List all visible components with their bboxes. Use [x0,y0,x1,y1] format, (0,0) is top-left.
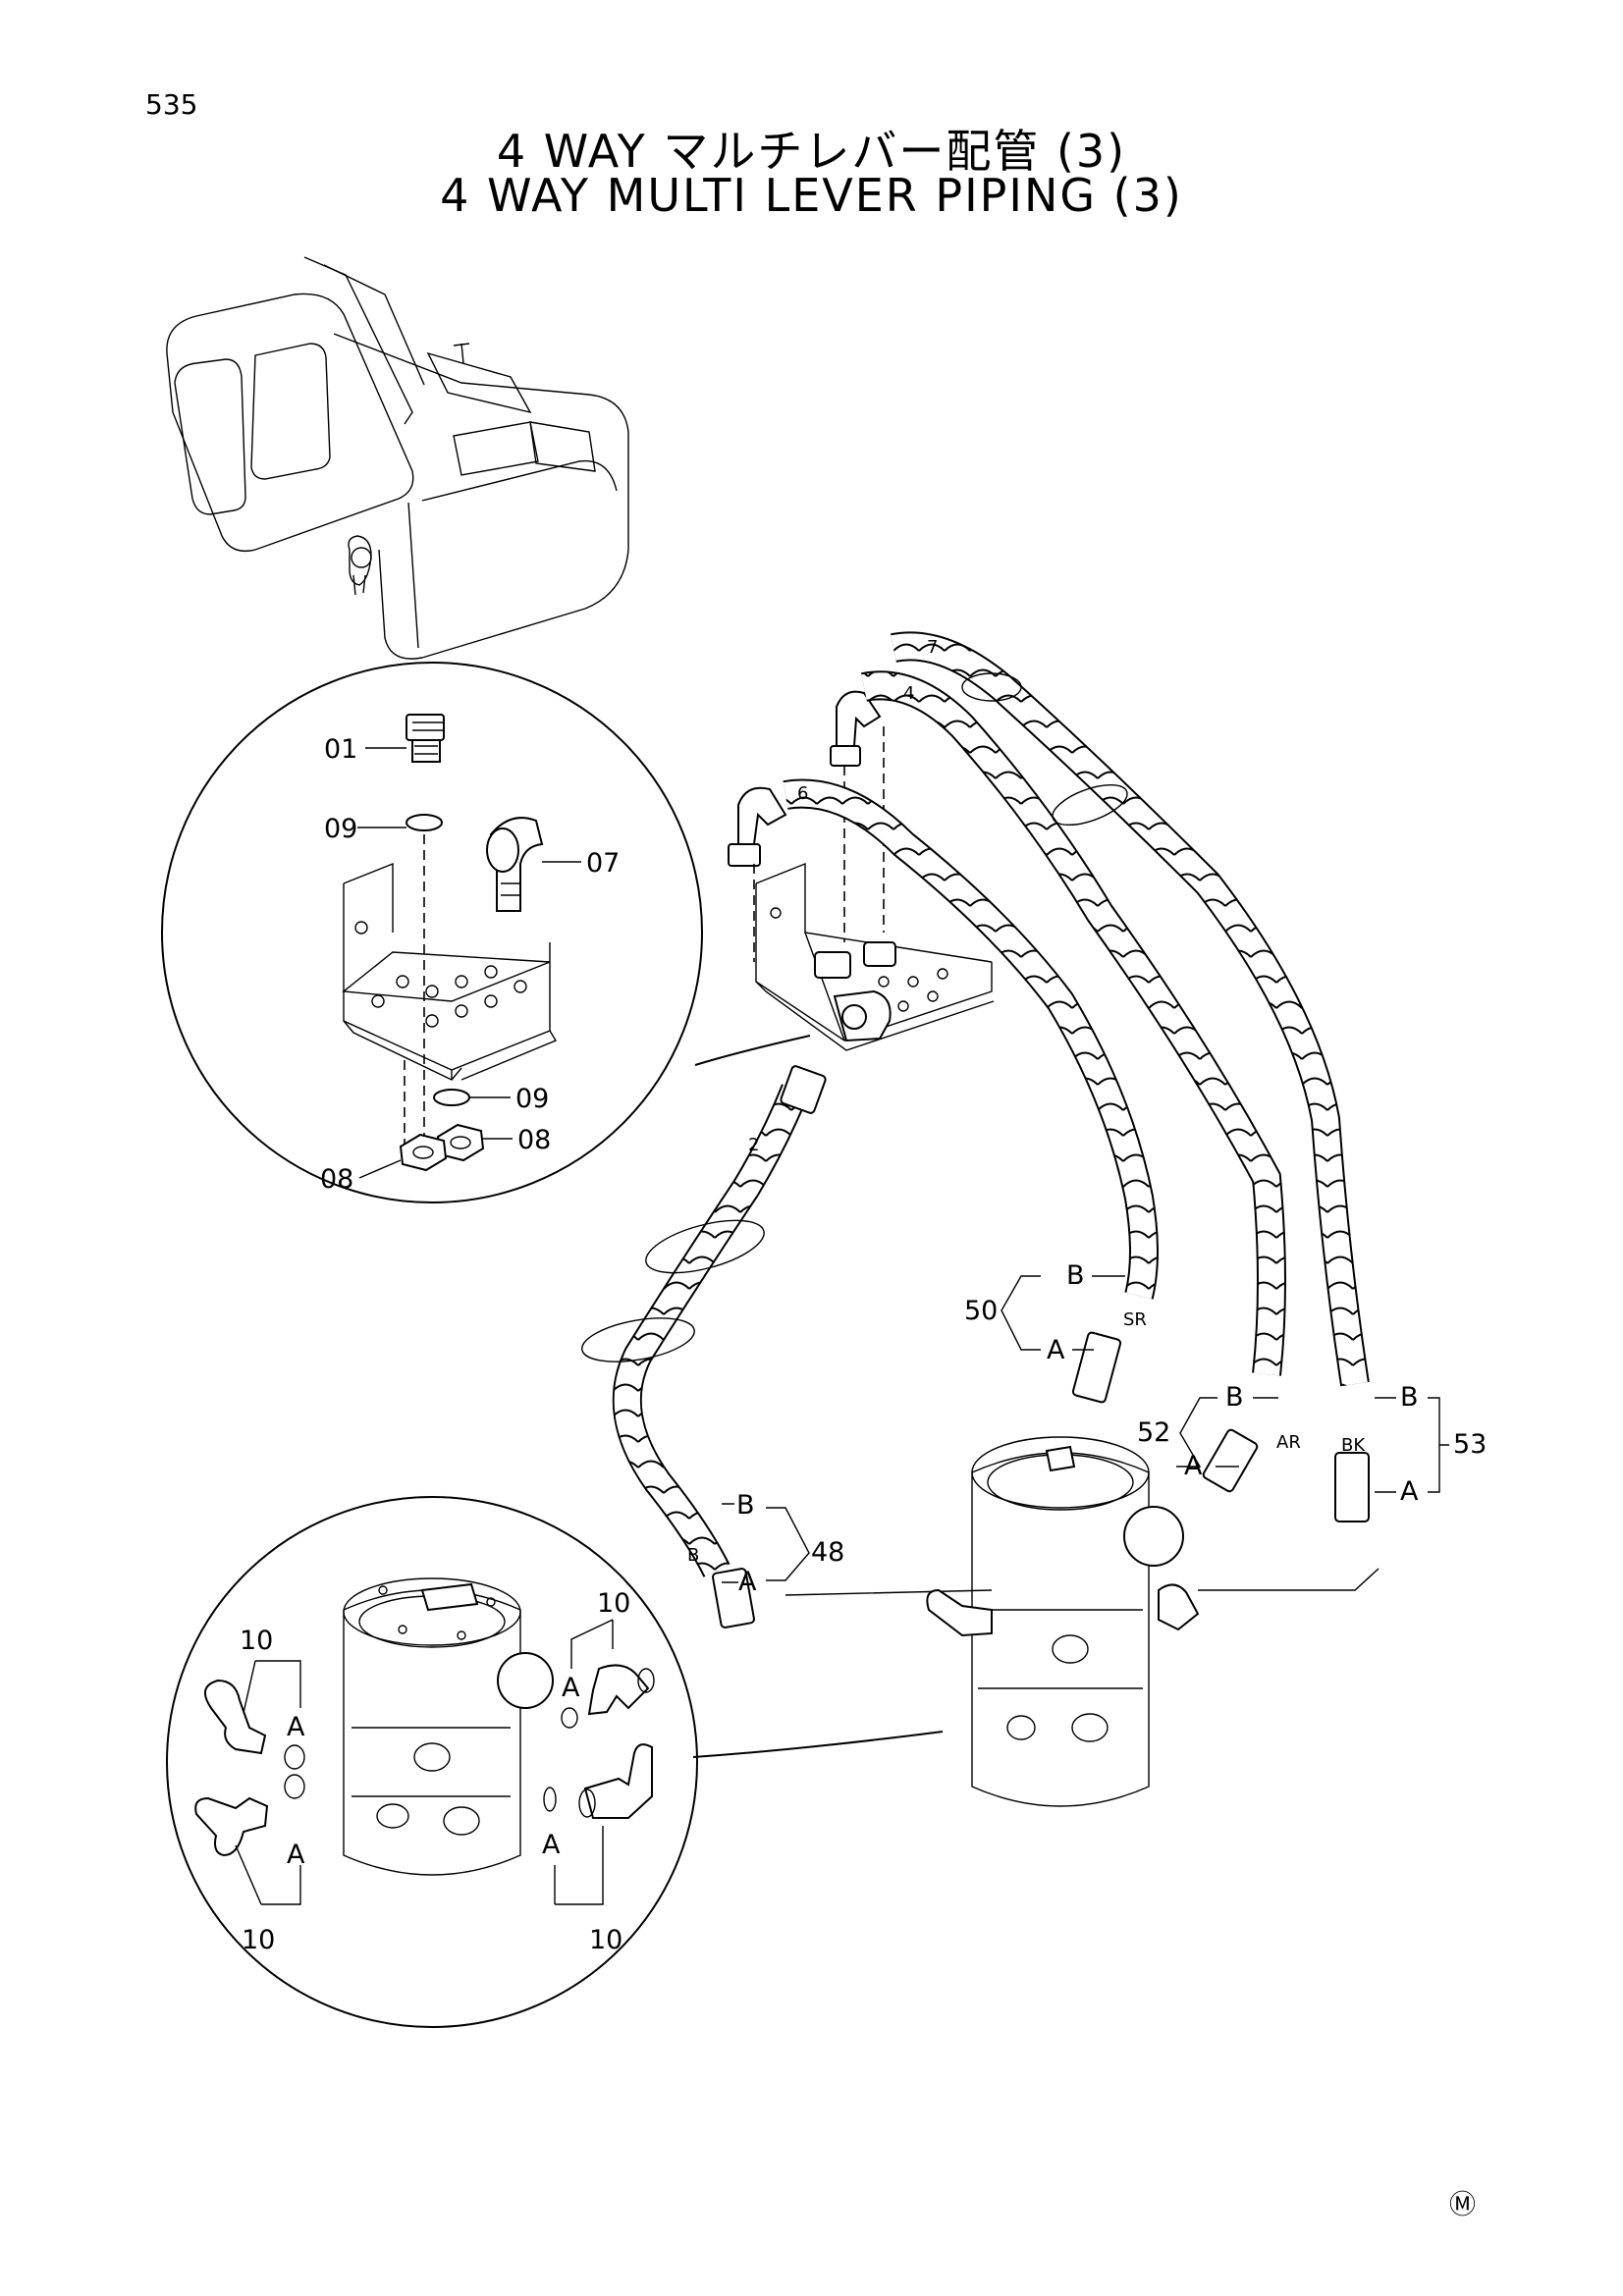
part-label: 10 [597,1588,630,1619]
hose-50-callout: B A 50 SR [964,1260,1147,1365]
part-label: 09 [515,1084,549,1114]
page-number: 535 [145,88,198,121]
washer-icon [406,814,443,831]
end-label: A [1400,1476,1419,1507]
elbow-fitting-icon [587,1664,655,1716]
elbow-fitting-icon [578,1743,653,1819]
port-label: BK [1341,1435,1366,1456]
hose-tag: 2 [748,1135,759,1155]
port-label: A [287,1840,305,1870]
valve-illustration [926,1436,1200,1807]
part-label: 10 [240,1626,273,1656]
hose-illustration [581,631,1380,1629]
port-label: A [562,1673,580,1703]
hose-tag: 4 [903,683,914,704]
port-label: B [687,1545,699,1566]
adapter-fitting-icon [406,714,445,763]
hex-nut-icon [399,1133,448,1172]
part-label: 52 [1137,1417,1170,1448]
o-ring-icon [284,1774,305,1799]
excavator-illustration [166,256,629,660]
end-label: A [1184,1451,1203,1481]
end-label: A [1047,1335,1065,1365]
part-label: 08 [320,1164,353,1195]
hose-48-callout: B A 48 B [687,1490,844,1597]
detail-circle-bracket: 01 09 07 09 08 08 [161,662,811,1203]
part-label: 53 [1453,1429,1487,1460]
hose-52-callout: B A 52 AR [1137,1382,1301,1481]
port-label: A [287,1712,305,1742]
end-label: A [738,1567,757,1597]
part-label: 10 [242,1925,275,1955]
part-label: 01 [324,734,357,765]
valve-illustration [343,1577,554,1876]
hose-tag: 6 [797,783,808,804]
part-label: 48 [811,1537,844,1568]
title-japanese: 4 WAY マルチレバー配管 (3) [496,125,1127,178]
hose-53-callout: B A 53 BK [1341,1382,1487,1507]
detail-circle-valve: 10 10 10 10 A A A A [166,1496,944,2028]
bracket-illustration [342,834,558,1168]
elbow-fitting-icon [194,1796,269,1857]
model-mark-icon: Ⓜ [1449,2190,1476,2220]
part-label: 50 [964,1296,998,1326]
part-label: 07 [586,848,620,879]
end-label: B [1400,1382,1419,1413]
part-label: 08 [517,1125,551,1155]
end-label: B [736,1490,755,1521]
port-label: SR [1123,1309,1147,1330]
washer-icon [433,1089,470,1106]
hose-tag: 7 [927,637,938,658]
port-label: A [542,1830,561,1860]
elbow-fitting-icon [486,817,544,912]
o-ring-icon [543,1787,557,1812]
part-label: 10 [589,1925,622,1955]
elbow-fitting-icon [203,1679,267,1755]
o-ring-icon [561,1707,578,1729]
port-label: AR [1276,1432,1301,1453]
part-label: 09 [324,814,357,844]
end-label: B [1066,1260,1085,1291]
title-english: 4 WAY MULTI LEVER PIPING (3) [440,169,1183,222]
o-ring-icon [284,1744,305,1770]
end-label: B [1225,1382,1244,1413]
